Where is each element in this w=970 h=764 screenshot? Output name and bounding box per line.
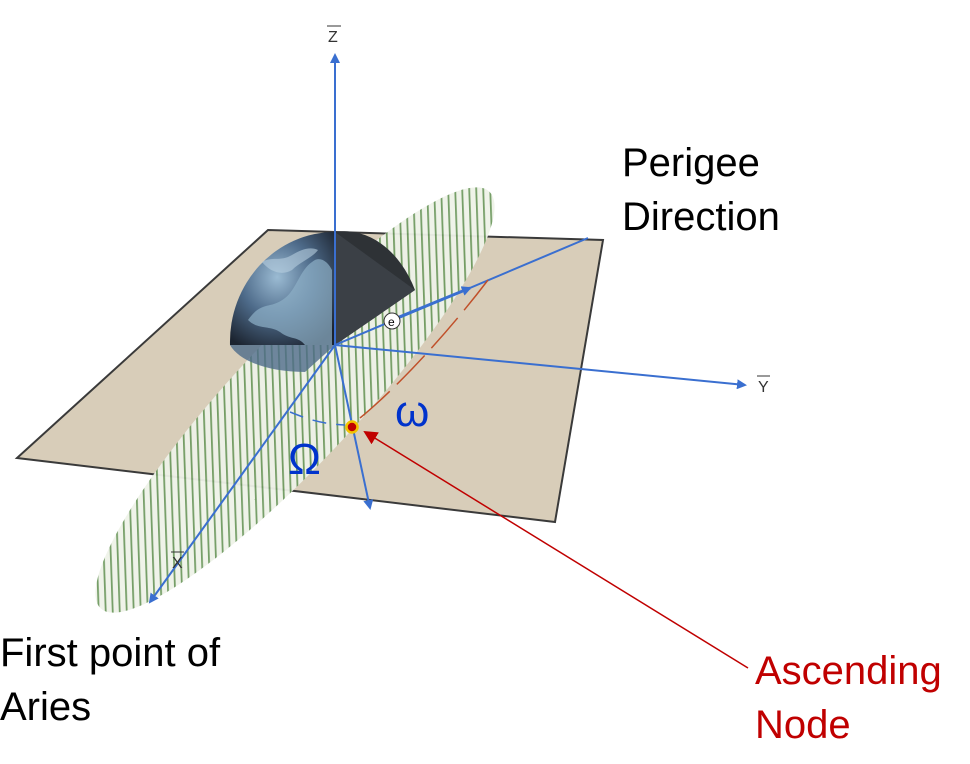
- ascending-node-pointer: [363, 430, 749, 669]
- perigee-label-line2: Direction: [622, 195, 780, 239]
- y-axis: [334, 344, 747, 390]
- argp-arc: [359, 279, 489, 419]
- x-axis: [148, 344, 336, 604]
- x-axis-label: X: [172, 555, 183, 572]
- node-label-line1: Ascending: [755, 649, 942, 693]
- e-vector-marker: [383, 312, 401, 330]
- ascending-node-dot: [345, 420, 359, 434]
- node-label-line2: Node: [755, 703, 851, 747]
- e-vector-label: e: [388, 315, 395, 329]
- aries-label-line1: First point of: [0, 631, 221, 675]
- perigee-label-line1: Perigee: [622, 141, 760, 185]
- earth-hemisphere: [229, 231, 415, 372]
- argp-symbol: ω: [395, 387, 429, 436]
- aries-label-line2: Aries: [0, 685, 91, 729]
- eccentricity-vector: [391, 286, 472, 322]
- raan-arc: [289, 411, 346, 426]
- raan-symbol: Ω: [288, 435, 321, 484]
- z-axis-label: Z: [328, 29, 338, 46]
- y-axis-label: Y: [758, 379, 769, 396]
